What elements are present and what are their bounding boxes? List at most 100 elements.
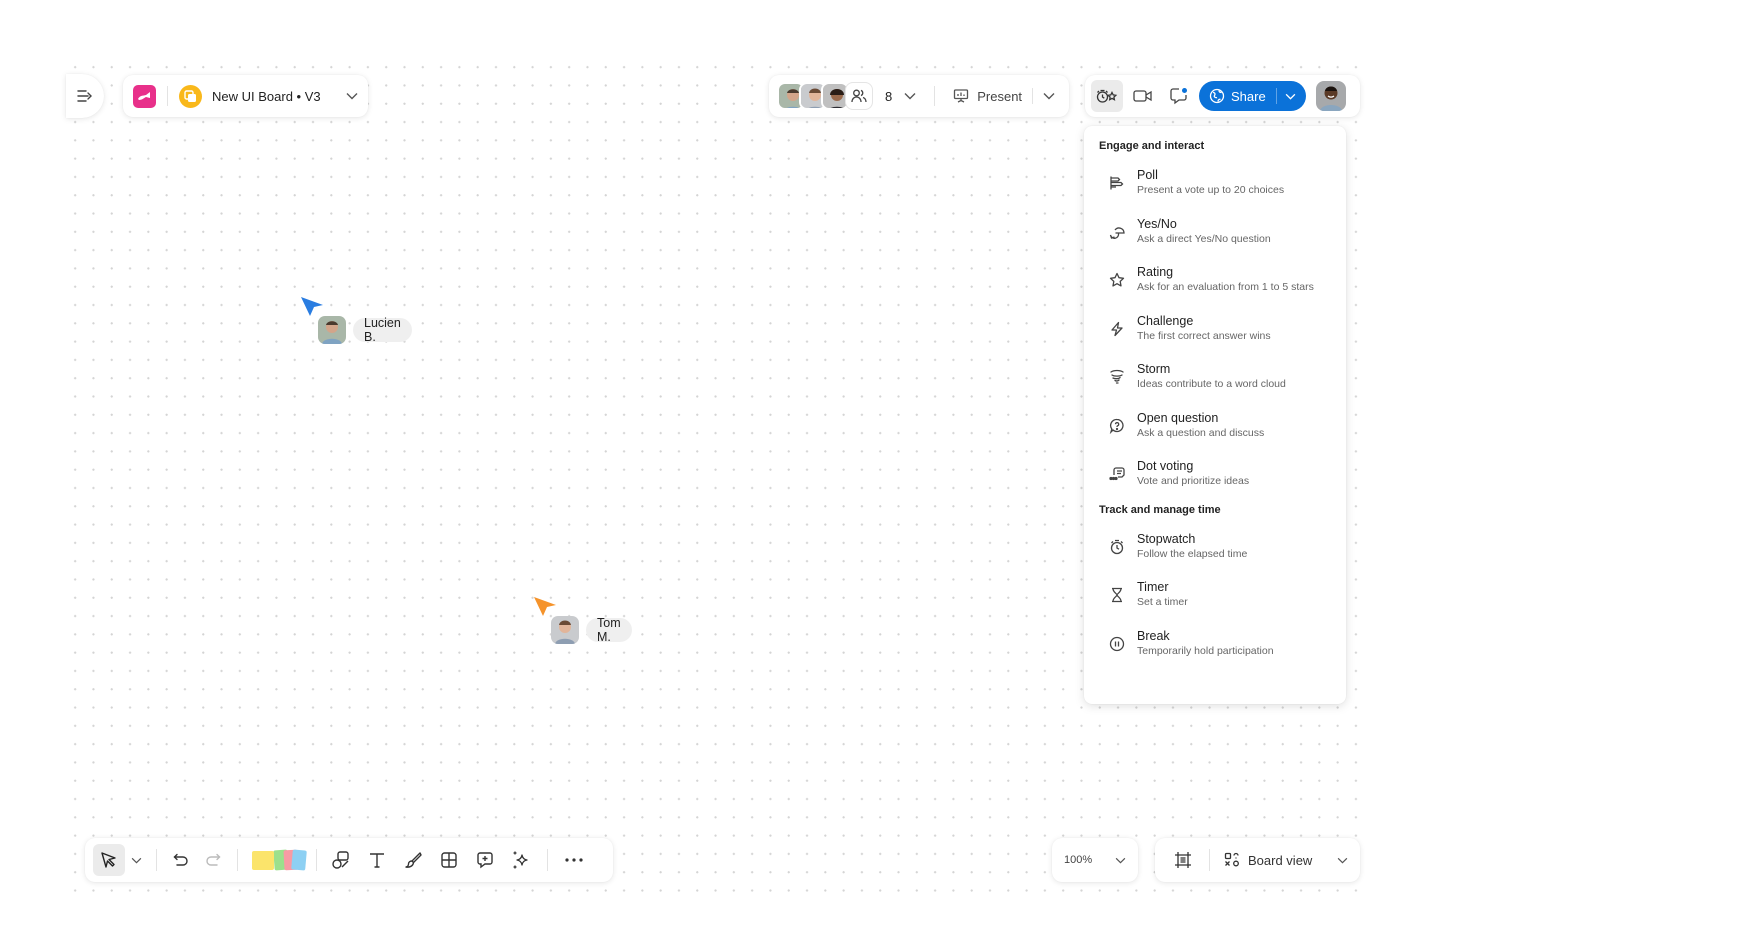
- brush-icon: [404, 851, 422, 869]
- shapes-icon: [331, 850, 351, 870]
- divider: [237, 849, 238, 871]
- presentation-icon: [953, 88, 969, 104]
- shapes-tool[interactable]: [325, 844, 357, 876]
- section-heading: Engage and interact: [1099, 140, 1205, 152]
- pause-icon: [1109, 636, 1125, 652]
- chevron-down-icon[interactable]: [1043, 92, 1055, 100]
- more-tools-button[interactable]: [558, 844, 590, 876]
- sidebar-toggle-button[interactable]: [66, 74, 104, 118]
- poll-icon: [1109, 175, 1125, 191]
- present-label: Present: [977, 88, 1023, 104]
- sticky-note-icon: [291, 849, 307, 871]
- menu-item-desc: Ask for an evaluation from 1 to 5 stars: [1137, 281, 1314, 293]
- text-icon: [368, 851, 386, 869]
- view-panel: Board view: [1155, 838, 1360, 882]
- menu-item-title: Open question: [1137, 410, 1219, 425]
- undo-icon: [173, 853, 189, 867]
- board-title[interactable]: New UI Board • V3: [212, 88, 321, 104]
- comment-tool[interactable]: [469, 844, 501, 876]
- frames-button[interactable]: [1167, 844, 1199, 876]
- divider: [1275, 88, 1277, 104]
- select-tool[interactable]: [93, 844, 125, 876]
- board-title-panel: New UI Board • V3: [123, 75, 368, 117]
- lightning-icon: [1109, 321, 1125, 337]
- globe-icon: [1209, 88, 1225, 104]
- table-tool[interactable]: [433, 844, 465, 876]
- app-logo[interactable]: [133, 84, 156, 108]
- people-icon[interactable]: [845, 82, 873, 110]
- star-icon: [1109, 272, 1125, 288]
- board-view-selector[interactable]: Board view: [1224, 852, 1348, 868]
- participant-count[interactable]: 8: [885, 88, 893, 104]
- user-avatar[interactable]: [1315, 81, 1346, 111]
- interactions-button[interactable]: [1091, 80, 1123, 112]
- chevron-down-icon[interactable]: [131, 857, 142, 864]
- sticky-note-icon: [252, 851, 274, 870]
- divider: [167, 86, 168, 106]
- chat-notification-icon: [1169, 87, 1189, 105]
- menu-item-title: Stopwatch: [1137, 531, 1196, 546]
- chevron-down-icon[interactable]: [346, 92, 358, 100]
- pen-tool[interactable]: [397, 844, 429, 876]
- menu-item-title: Rating: [1137, 265, 1174, 279]
- collaborator-avatars[interactable]: [777, 82, 873, 110]
- sticky-notes-tool[interactable]: [250, 847, 307, 873]
- chevron-down-icon[interactable]: [1285, 93, 1296, 100]
- video-camera-icon: [1133, 89, 1153, 103]
- share-label: Share: [1231, 88, 1266, 104]
- avatar: [318, 316, 346, 344]
- text-tool[interactable]: [361, 844, 393, 876]
- zoom-control[interactable]: 100%: [1052, 838, 1138, 882]
- menu-item-desc: Vote and prioritize ideas: [1137, 475, 1250, 487]
- menu-item-desc: Present a vote up to 20 choices: [1137, 184, 1285, 196]
- zoom-level: 100%: [1064, 854, 1093, 866]
- divider: [316, 849, 317, 871]
- cursor-pointer-icon: [300, 296, 324, 318]
- chevron-down-icon[interactable]: [1337, 857, 1348, 864]
- chevron-down-icon[interactable]: [1115, 857, 1126, 864]
- redo-button[interactable]: [197, 844, 229, 876]
- cursor-name-label: Tom M.: [586, 616, 632, 644]
- present-button[interactable]: Present: [953, 88, 1022, 104]
- cursor-pointer-icon: [533, 596, 557, 618]
- video-button[interactable]: [1127, 80, 1159, 112]
- menu-item-title: Dot voting: [1137, 459, 1194, 473]
- menu-item-desc: Temporarily hold participation: [1137, 644, 1274, 657]
- menu-item-desc: Ask a direct Yes/No question: [1137, 232, 1271, 245]
- menu-item-title: Storm: [1137, 362, 1171, 376]
- menu-item-title: Timer: [1137, 580, 1169, 594]
- menu-item-desc: Ask a question and discuss: [1137, 426, 1265, 439]
- question-bubble-icon: [1109, 418, 1125, 434]
- undo-button[interactable]: [165, 844, 197, 876]
- collaborators-panel: 8 Present: [769, 75, 1069, 117]
- divider: [547, 849, 548, 871]
- menu-item-title: Poll: [1137, 168, 1158, 182]
- divider: [1032, 88, 1034, 104]
- ai-tool[interactable]: [505, 844, 537, 876]
- hourglass-icon: [1109, 587, 1125, 603]
- divider: [1209, 849, 1210, 871]
- menu-item-title: Challenge: [1137, 313, 1194, 328]
- dot-voting-icon: [1109, 466, 1125, 482]
- more-horizontal-icon: [565, 858, 583, 862]
- share-button[interactable]: Share: [1199, 81, 1306, 111]
- avatar[interactable]: [821, 82, 849, 110]
- comments-button[interactable]: [1163, 80, 1195, 112]
- menu-item-desc: Ideas contribute to a word cloud: [1137, 378, 1286, 390]
- chevron-down-icon[interactable]: [904, 92, 916, 100]
- view-label: Board view: [1248, 852, 1313, 868]
- yes-no-icon: [1109, 224, 1125, 240]
- cursor-arrow-icon: [100, 851, 118, 869]
- header-actions-panel: Share: [1085, 75, 1360, 117]
